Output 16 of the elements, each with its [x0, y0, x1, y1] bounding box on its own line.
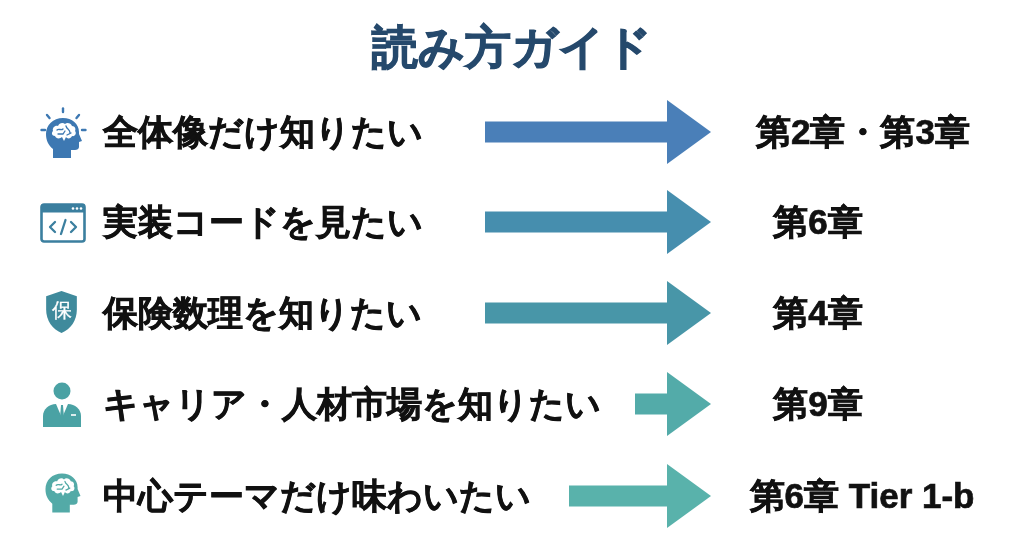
goal-text: 全体像だけ知りたい	[103, 111, 423, 153]
chapter-text: 第6章 Tier 1-b	[749, 475, 975, 517]
goal-text: 実装コードを見たい	[103, 201, 423, 243]
chapter-text: 第6章	[773, 201, 863, 243]
goal-text: キャリア・人材市場を知りたい	[103, 383, 601, 425]
title: 読み方ガイド	[372, 20, 652, 74]
arrow	[485, 100, 711, 164]
chapter-text: 第2章・第3章	[756, 111, 970, 153]
arrow	[635, 372, 711, 436]
arrow	[485, 281, 711, 345]
arrow	[569, 464, 711, 528]
chapter-text: 第9章	[773, 383, 863, 425]
goal-text: 保険数理を知りたい	[103, 292, 422, 334]
goal-text: 中心テーマだけ味わいたい	[103, 475, 531, 517]
shield-label: 保	[51, 299, 72, 321]
chapter-text: 第4章	[773, 292, 863, 334]
